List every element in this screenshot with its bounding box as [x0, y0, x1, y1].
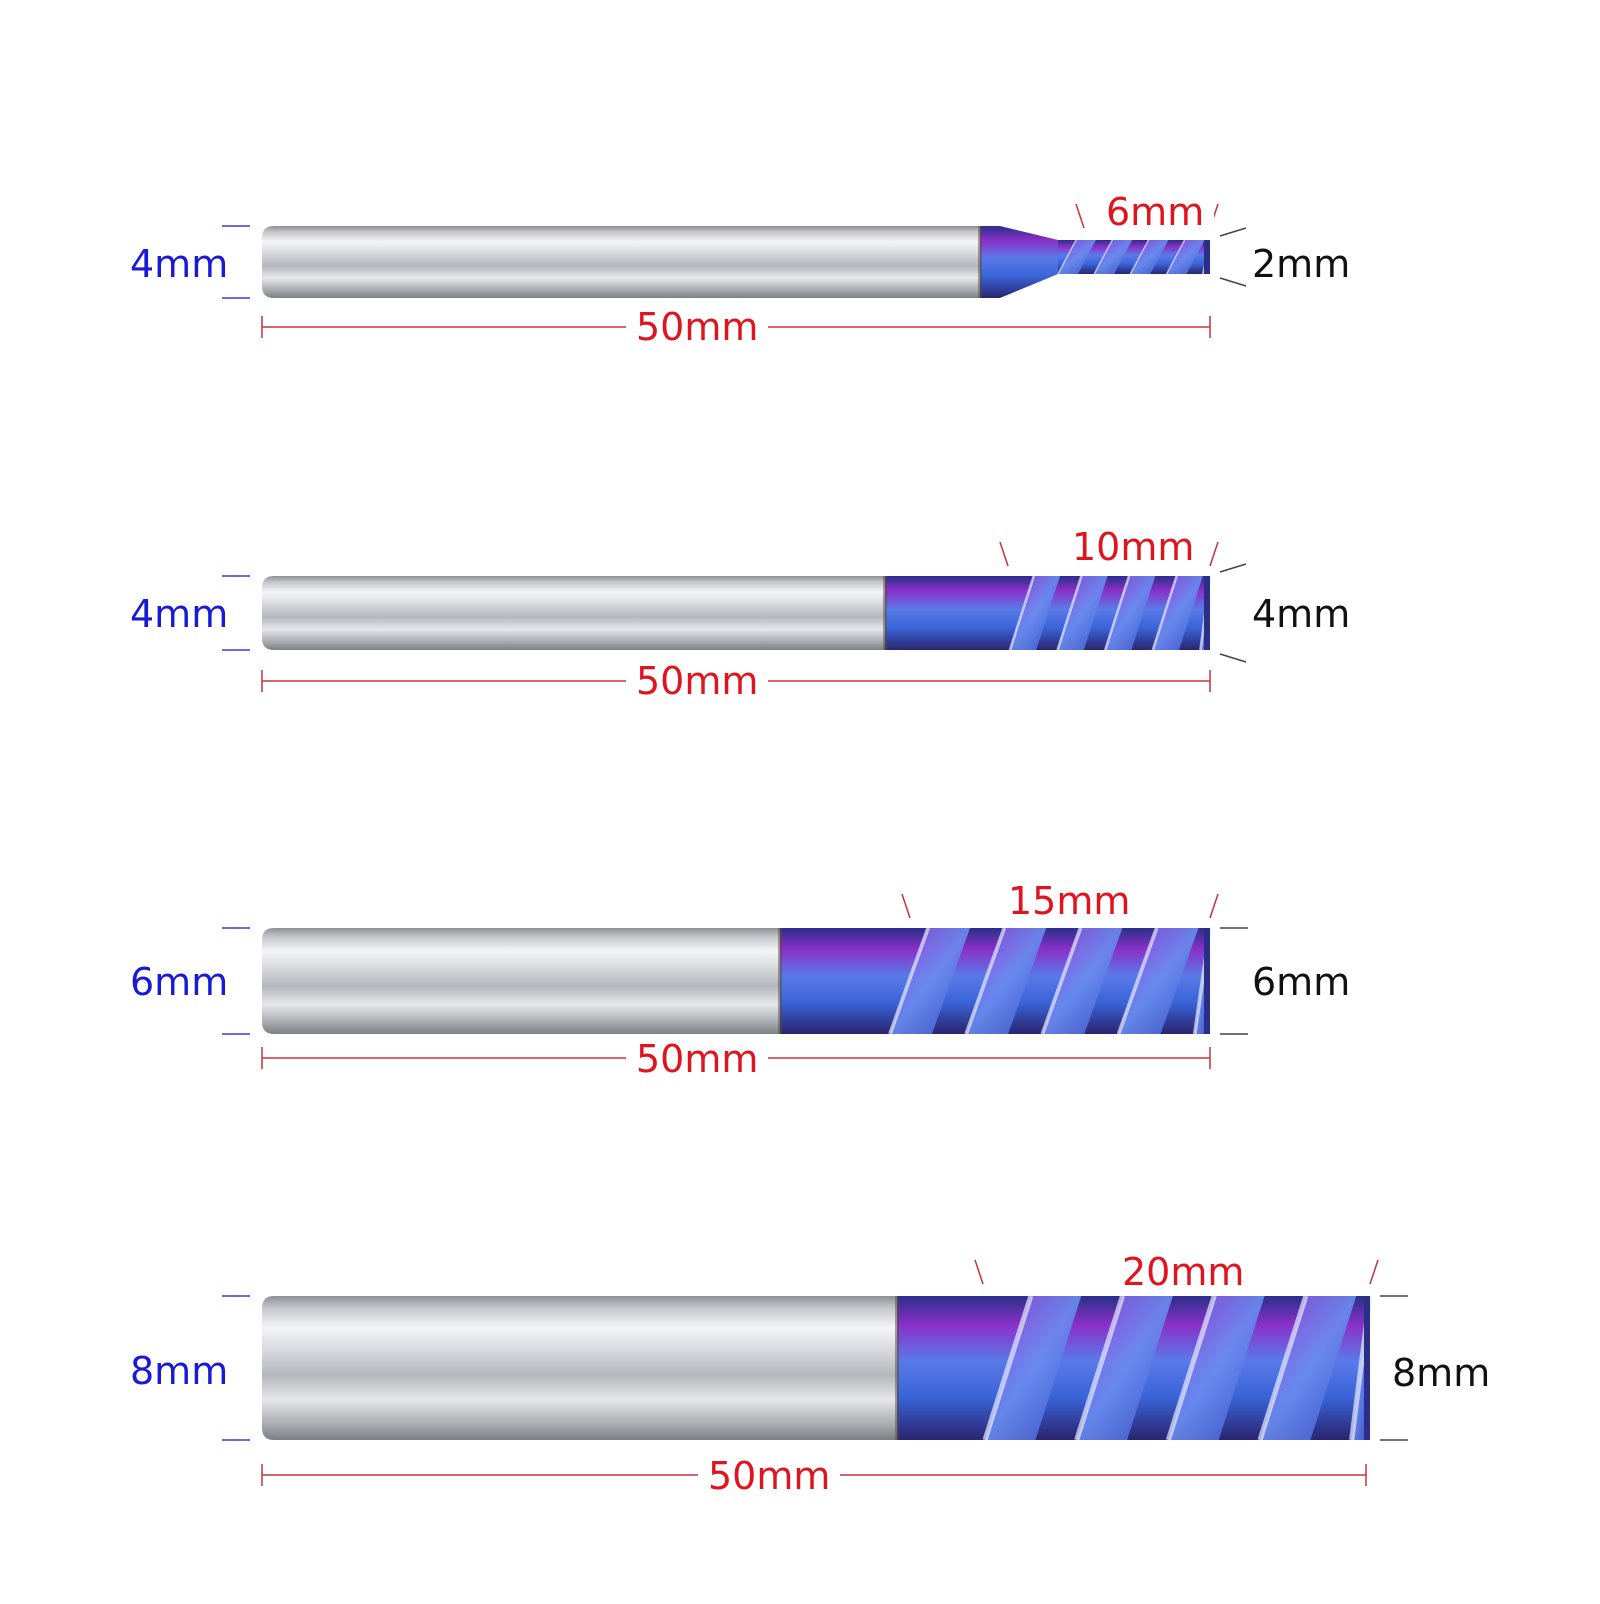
neck: [897, 1296, 985, 1440]
helix-flute: [1058, 240, 1096, 274]
helix-flute: [1168, 1296, 1265, 1440]
cutter-tick-bottom: [1219, 277, 1247, 287]
helix-flute: [1010, 576, 1060, 650]
helix-flute: [1152, 576, 1203, 650]
helix-flute: [1042, 928, 1123, 1034]
cutter-tip: [1204, 928, 1210, 1034]
cutter-tip: [1364, 1296, 1370, 1440]
neck: [885, 576, 1010, 650]
tool-4-shank-diameter-label: 8mm: [130, 1349, 229, 1393]
tool-3-shank-diameter-label: 6mm: [130, 960, 229, 1004]
shank: [262, 1296, 897, 1440]
tool-2-overall-length-label: 50mm: [626, 662, 769, 700]
helix-flute: [1057, 576, 1108, 650]
tool-2-shank-diameter-label: 4mm: [130, 592, 229, 636]
tool-3-flute-length-label: 15mm: [998, 882, 1141, 920]
tool-4-overall-length-label: 50mm: [698, 1457, 841, 1495]
flute-length-tick-left: [901, 893, 911, 919]
neck: [780, 928, 890, 1034]
helix-flute: [966, 928, 1047, 1034]
helix-flute: [890, 928, 970, 1034]
tool-3-cutter-diameter-label: 6mm: [1252, 960, 1351, 1004]
tool-1-shank-diameter-label: 4mm: [130, 242, 229, 286]
helix-flute: [1118, 928, 1199, 1034]
flute-length-tick-right: [1209, 541, 1219, 567]
tool-1-flute-length-label: 6mm: [1096, 193, 1215, 231]
tool-3-overall-length-label: 50mm: [626, 1040, 769, 1078]
flute-length-tick-right: [1369, 1259, 1379, 1285]
helix-flute: [985, 1296, 1082, 1440]
end-mill-4: [222, 1259, 1408, 1486]
end-mill-2: [222, 541, 1247, 692]
end-mill-1: [222, 203, 1247, 338]
flute-length-tick-left: [974, 1259, 984, 1285]
cutter-tick-top: [1219, 563, 1247, 573]
helix-flute: [1105, 576, 1156, 650]
cutter-tick-bottom: [1219, 653, 1247, 663]
tool-1-cutter-diameter-label: 2mm: [1252, 242, 1351, 286]
flute-length-tick-left: [999, 541, 1009, 567]
tool-2-flute-length-label: 10mm: [1062, 528, 1205, 566]
shank: [262, 576, 885, 650]
flute-length-tick-left: [1075, 203, 1085, 229]
flute-length-tick-right: [1209, 893, 1219, 919]
tool-2-cutter-diameter-label: 4mm: [1252, 592, 1351, 636]
tool-1-overall-length-label: 50mm: [626, 308, 769, 346]
cutter-tip: [1204, 240, 1210, 274]
cutter-tick-top: [1219, 227, 1247, 237]
helix-flute: [1094, 240, 1133, 274]
cutter-tip: [1204, 576, 1210, 650]
tool-4-flute-length-label: 20mm: [1112, 1253, 1255, 1291]
tool-4-cutter-diameter-label: 8mm: [1392, 1351, 1491, 1395]
helix-flute: [1166, 240, 1205, 274]
shank: [262, 226, 980, 298]
end-mill-3: [222, 893, 1248, 1069]
shank: [262, 928, 780, 1034]
helix-flute: [1260, 1296, 1357, 1440]
neck-taper: [980, 226, 1058, 298]
helix-flute: [1076, 1296, 1173, 1440]
helix-flute: [1130, 240, 1169, 274]
